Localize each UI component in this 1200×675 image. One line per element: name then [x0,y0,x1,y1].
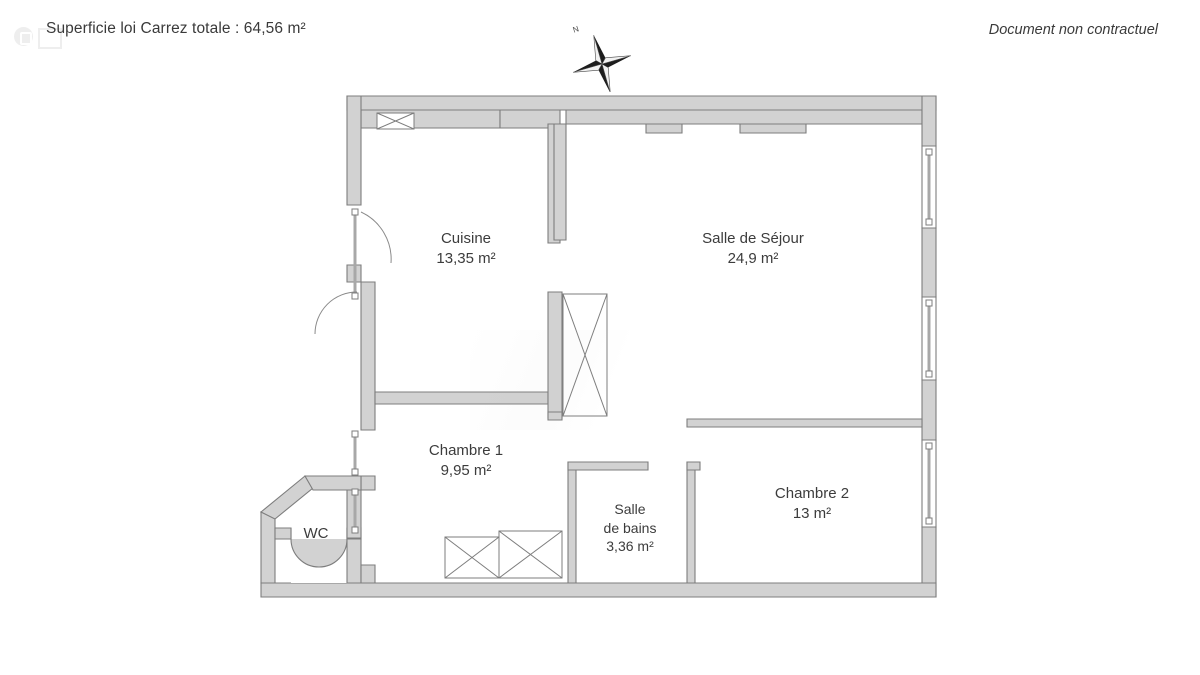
window-right-1 [925,148,933,226]
room-label-cuisine: Cuisine 13,35 m² [436,230,496,267]
room-label-chambre-1: Chambre 1 9,95 m² [428,442,504,479]
door-kitchen-upper [360,211,392,264]
watermark-badge-icon [14,25,62,49]
window-symbols [351,148,933,534]
window-right-2 [925,299,933,378]
room-label-salle-de-sejour: Salle de Séjour 24,9 m² [702,230,804,267]
window-right-3 [925,442,933,525]
closet-chambre1-right [498,530,563,579]
window-left-2 [351,430,359,476]
closet-center [562,293,608,417]
compass-rose-icon: N [563,24,641,93]
window-left-1 [351,208,359,300]
disclaimer-text: Document non contractuel [988,22,1158,38]
room-label-chambre-2: Chambre 2 13 m² [774,485,850,522]
door-entry-lower [314,291,358,335]
closet-kitchen [376,112,415,130]
window-wc [351,488,359,534]
room-label-wc: WC [303,525,329,542]
closet-chambre1-left [444,536,500,579]
door-symbols [314,211,392,335]
room-label-salle-de-bains: Salle de bains 3,36 m² [603,501,657,555]
closet-fixtures [376,112,608,579]
page-title: Superficie loi Carrez totale : 64,56 m² [46,20,306,37]
